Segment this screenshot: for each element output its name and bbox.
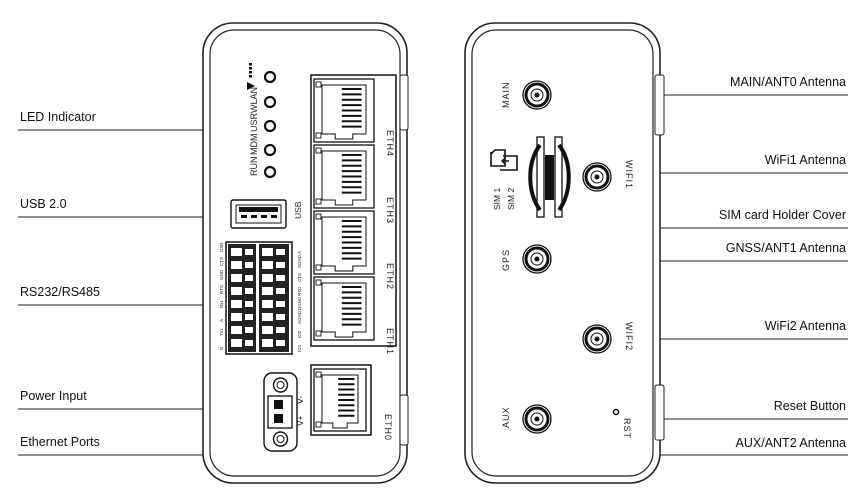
- antenna-connector-icon: [522, 404, 552, 434]
- callout-ethernet-ports: Ethernet Ports: [20, 435, 100, 449]
- reset-label: RST: [622, 418, 632, 439]
- led-label-run: RUN: [249, 157, 259, 177]
- antenna-label-aux: AUX: [501, 406, 511, 428]
- antenna-label-main: MAIN: [501, 82, 511, 109]
- eth0-label: ETH0: [383, 414, 393, 441]
- eth4-label: ETH4: [385, 130, 395, 157]
- led-usr-icon: [263, 95, 277, 109]
- led-label-usr: USR: [249, 112, 259, 132]
- led-label-mdm: MDM: [249, 134, 259, 156]
- terminal-label-b: A: [297, 251, 302, 254]
- antenna-connector-icon: [522, 244, 552, 274]
- terminal-block-icon: [225, 241, 293, 355]
- terminal-label-b: AGND: [297, 310, 302, 324]
- led-label-wlan: WLAN: [249, 87, 259, 113]
- terminal-label-a: RTS: [219, 285, 224, 294]
- callout-usb: USB 2.0: [20, 197, 67, 211]
- terminal-label-b: DGND: [297, 296, 302, 310]
- rj45-port-icon: [313, 78, 375, 143]
- callout-wifi1-antenna: WiFi1 Antenna: [764, 153, 846, 167]
- rj45-port-icon: [313, 210, 375, 275]
- led-mdm-icon: [263, 119, 277, 133]
- callout-sim-cover: SIM card Holder Cover: [718, 208, 846, 222]
- usb-label: USB: [293, 201, 303, 219]
- callout-wifi2-antenna: WiFi2 Antenna: [764, 319, 846, 333]
- terminal-label-a: GND: [219, 269, 224, 280]
- callout-led-indicator: LED Indicator: [20, 110, 96, 124]
- antenna-label-gps: GPS: [501, 249, 511, 271]
- eth2-label: ETH2: [385, 263, 395, 290]
- rj45-port-icon: [313, 276, 375, 341]
- terminal-label-b: CTS: [297, 273, 302, 282]
- callout-reset-button: Reset Button: [773, 399, 846, 413]
- antenna-label-wifi1: WIFI1: [624, 160, 634, 189]
- terminal-label-b: IO1: [297, 344, 302, 352]
- callout-aux-antenna: AUX/ANT2 Antenna: [735, 436, 846, 450]
- sim-slots-icon: [528, 136, 571, 218]
- led-wlan-icon: [263, 70, 277, 84]
- led-indicators: [263, 70, 277, 179]
- power-connector-icon: [263, 372, 298, 452]
- sim-card-icon: [490, 149, 518, 171]
- led-run-icon: [263, 143, 277, 157]
- callout-serial: RS232/RS485: [20, 285, 100, 299]
- terminal-label-a: CTS: [219, 257, 224, 266]
- terminal-label-b: RXD: [297, 286, 302, 296]
- terminal-label-b: IO2: [297, 330, 302, 338]
- antenna-connector-icon: [582, 324, 612, 354]
- usb-port-icon: [230, 199, 287, 229]
- reset-button-icon[interactable]: [612, 408, 620, 416]
- terminal-label-a: Tx1: [219, 328, 224, 336]
- terminal-label-a: B: [219, 347, 224, 350]
- callout-main-antenna: MAIN/ANT0 Antenna: [729, 75, 846, 89]
- rj45-port-icon: [313, 368, 367, 432]
- rj45-port-icon: [313, 144, 375, 209]
- callout-gnss-antenna: GNSS/ANT1 Antenna: [725, 241, 846, 255]
- signal-icon: [247, 63, 255, 90]
- eth1-label: ETH1: [385, 328, 395, 355]
- sim1-label: SIM 1: [492, 188, 502, 210]
- power-label-vplus: V+: [295, 415, 305, 426]
- callout-power-input: Power Input: [20, 389, 87, 403]
- antenna-label-wifi2: WIFI2: [624, 322, 634, 351]
- led-extra-icon: [263, 165, 277, 179]
- eth3-label: ETH3: [385, 197, 395, 224]
- sim2-label: SIM 2: [506, 188, 516, 210]
- terminal-label-a: A: [219, 319, 224, 322]
- terminal-label-a: DSR: [219, 242, 224, 252]
- terminal-label-b: SGND: [297, 254, 302, 268]
- antenna-connector-icon: [522, 80, 552, 110]
- rear-panel: MAIN WIFI1 GPS WIFI2 AUX SIM 1 SIM 2: [464, 22, 665, 484]
- power-label-vminus: V-: [295, 396, 305, 404]
- terminal-label-a: Rx1: [219, 300, 224, 308]
- antenna-connector-icon: [582, 162, 612, 192]
